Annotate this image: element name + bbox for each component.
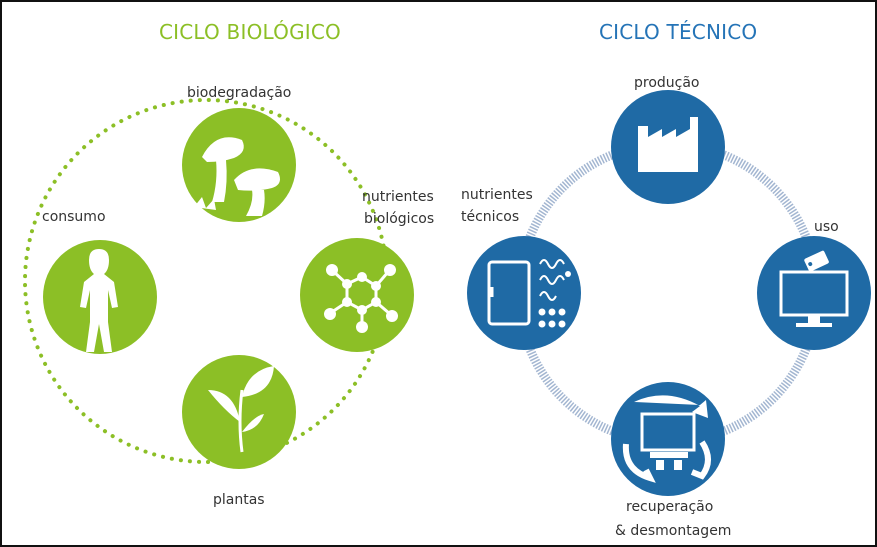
label-use: uso	[814, 219, 839, 235]
label-recovery-line1: recuperação	[626, 499, 714, 515]
label-production: produção	[634, 75, 700, 91]
mushroom-icon	[182, 108, 296, 222]
label-consumption: consumo	[42, 209, 106, 225]
biological-cycle	[23, 98, 414, 469]
recycle-monitor-icon	[611, 382, 725, 496]
label-recovery-line2: & desmontagem	[615, 523, 732, 539]
monitor-icon	[757, 236, 871, 350]
label-biodegradation: biodegradação	[187, 85, 292, 101]
factory-icon	[611, 90, 725, 204]
biological-cycle-title: CICLO BIOLÓGICO	[159, 20, 341, 44]
molecule-icon	[300, 238, 414, 352]
leaf-icon	[182, 355, 296, 469]
technical-cycle-title: CICLO TÉCNICO	[599, 20, 758, 44]
technical-cycle	[467, 90, 871, 496]
label-tec-nutrients-line2: técnicos	[461, 209, 520, 225]
label-bio-nutrients-line2: biológicos	[364, 211, 435, 227]
person-icon	[43, 240, 157, 354]
label-bio-nutrients-line1: nutrientes	[362, 189, 434, 205]
label-plants: plantas	[213, 492, 265, 508]
label-tec-nutrients-line1: nutrientes	[461, 187, 533, 203]
circuit-board-icon	[467, 236, 581, 350]
